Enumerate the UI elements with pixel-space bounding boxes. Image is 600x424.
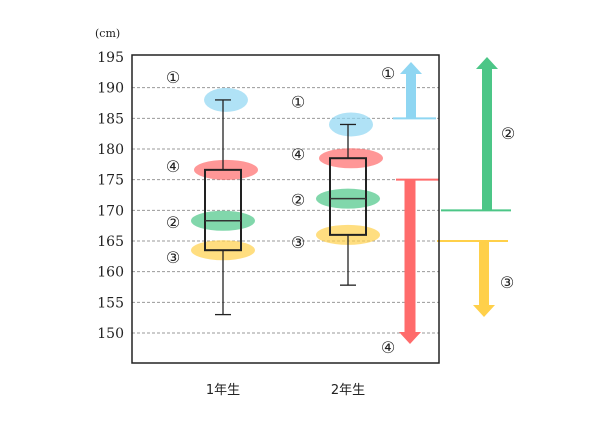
box-label-4: ④ <box>166 157 180 176</box>
y-axis-unit: (cm) <box>95 27 120 40</box>
y-tick-label: 170 <box>97 203 124 219</box>
arrow-label-1: ① <box>381 64 395 83</box>
y-tick-label: 195 <box>97 50 124 66</box>
iqr-box <box>329 157 367 236</box>
x-category-label: 1年生 <box>206 383 240 398</box>
annotation-1-arrow-head <box>400 62 422 74</box>
box-label-3: ③ <box>166 248 180 267</box>
annotation-4-arrow-shaft <box>404 179 416 332</box>
box-label-2: ② <box>166 213 180 232</box>
box-label-1: ① <box>166 68 180 87</box>
arrow-label-4: ④ <box>381 338 395 357</box>
y-tick-label: 180 <box>97 142 124 158</box>
annotation-1-arrow-shaft <box>406 74 416 119</box>
box-label-3: ③ <box>291 233 305 252</box>
arrow-label-2: ② <box>501 124 515 143</box>
y-tick-label: 190 <box>97 81 124 97</box>
y-tick-label: 150 <box>97 326 124 342</box>
y-tick-label: 175 <box>97 173 124 189</box>
annotation-4-arrow-head <box>399 332 421 344</box>
annotation-3-arrow-head <box>473 305 495 317</box>
box-label-4: ④ <box>291 145 305 164</box>
box-label-2: ② <box>291 191 305 210</box>
y-tick-label: 155 <box>97 295 124 311</box>
x-category-label: 2年生 <box>331 383 365 398</box>
plot-frame <box>131 54 440 364</box>
y-tick-label: 185 <box>97 111 124 127</box>
arrow-label-3: ③ <box>500 273 514 292</box>
y-tick-label: 165 <box>97 234 124 250</box>
annotation-2-arrow-head <box>476 57 498 69</box>
annotation-2-arrow-shaft <box>482 69 492 211</box>
box-label-1: ① <box>291 92 305 111</box>
iqr-box <box>204 168 242 252</box>
y-tick-label: 160 <box>97 265 124 281</box>
annotation-3-arrow-shaft <box>479 241 489 305</box>
